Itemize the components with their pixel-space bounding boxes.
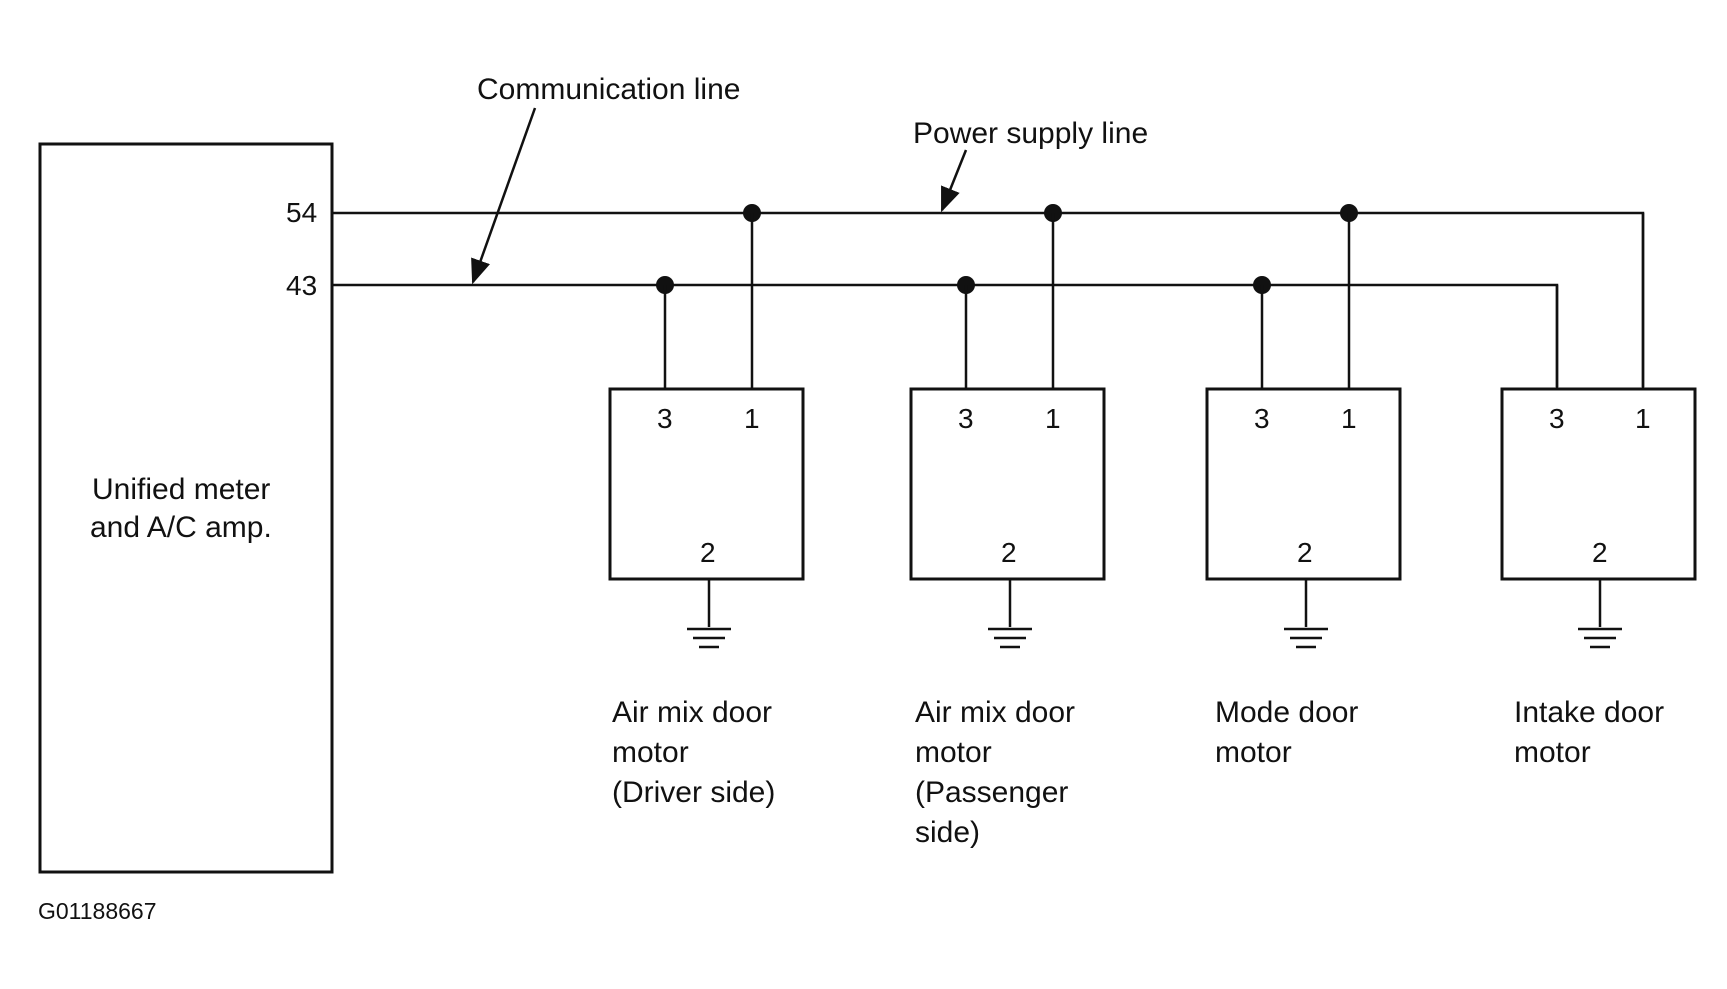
unified-meter-ac-amp: Unified meter and A/C amp. 54 43 [38, 142, 334, 874]
amp-label-line1: Unified meter [92, 473, 270, 506]
motor-box [608, 387, 805, 581]
amp-label-line2: and A/C amp. [90, 511, 272, 544]
pin-1: 1 [744, 403, 760, 434]
motor-box [1205, 387, 1402, 581]
pin-3: 3 [958, 403, 974, 434]
motor-label-line2: motor [1514, 736, 1591, 769]
ground-symbol [1284, 579, 1328, 649]
pin-3: 3 [1549, 403, 1565, 434]
motor-label-line1: Mode door [1215, 696, 1358, 729]
pin-1: 1 [1045, 403, 1061, 434]
motor-label-line3: (Driver side) [612, 776, 775, 809]
motor-label-line2: motor [612, 736, 689, 769]
amp-pin-power: 54 [286, 197, 317, 228]
power-supply-line-label: Power supply line [913, 117, 1148, 150]
pin-2: 2 [700, 537, 716, 568]
ground-symbol [687, 579, 731, 649]
motor-label-line1: Air mix door [915, 696, 1075, 729]
ground-symbol [988, 579, 1032, 649]
ground-symbol [1578, 579, 1622, 649]
motor-mode-door: 3 1 2 Mode door motor [1205, 204, 1402, 769]
motor-label-line2: motor [1215, 736, 1292, 769]
pin-2: 2 [1297, 537, 1313, 568]
pin-2: 2 [1592, 537, 1608, 568]
amp-pin-comm: 43 [286, 270, 317, 301]
motor-label-line4: side) [915, 816, 980, 849]
communication-line-label: Communication line [477, 73, 740, 106]
pin-3: 3 [657, 403, 673, 434]
pin-1: 1 [1635, 403, 1651, 434]
power-supply-line-arrow [940, 149, 968, 213]
motor-label-line2: motor [915, 736, 992, 769]
motor-intake-door: 3 1 2 Intake door motor [1500, 213, 1697, 769]
motor-box [909, 387, 1106, 581]
amp-box [38, 142, 334, 874]
motor-box [1500, 387, 1697, 581]
motor-label-line3: (Passenger [915, 776, 1068, 809]
communication-line-arrow [471, 107, 537, 285]
pin-2: 2 [1001, 537, 1017, 568]
power-supply-line [332, 211, 1645, 387]
pin-3: 3 [1254, 403, 1270, 434]
communication-line [332, 283, 1559, 387]
figure-id: G01188667 [38, 898, 157, 924]
pin-1: 1 [1341, 403, 1357, 434]
motor-air-mix-passenger: 3 1 2 Air mix door motor (Passenger side… [909, 204, 1106, 849]
motor-label-line1: Air mix door [612, 696, 772, 729]
motor-label-line1: Intake door [1514, 696, 1664, 729]
motor-air-mix-driver: 3 1 2 Air mix door motor (Driver side) [608, 204, 805, 809]
